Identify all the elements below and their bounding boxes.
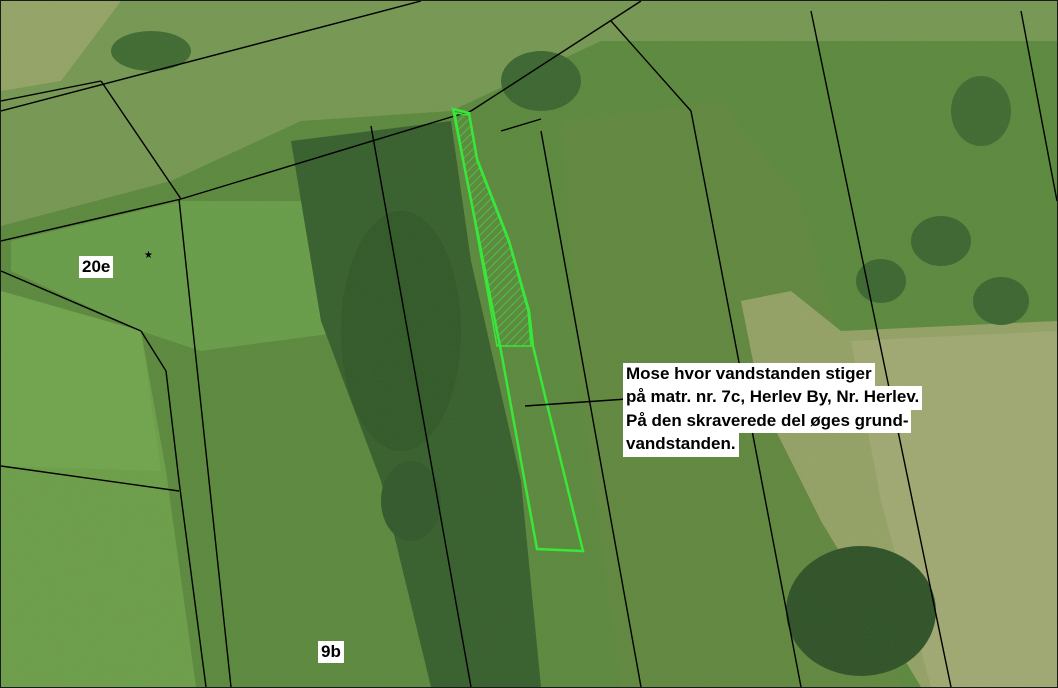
wetland-annotation: Mose hvor vandstanden stiger på matr. nr…	[623, 363, 923, 457]
annotation-line: Mose hvor vandstanden stiger	[623, 363, 875, 387]
annotation-leader	[524, 398, 628, 407]
star-marker-icon: ★	[144, 250, 153, 261]
parcel-label-20e: 20e	[79, 256, 114, 278]
hatched-area	[454, 112, 532, 347]
annotation-line: vandstanden.	[623, 433, 739, 457]
annotation-line: på matr. nr. 7c, Herlev By, Nr. Herlev.	[623, 386, 923, 410]
annotation-line: På den skraverede del øges grund-	[623, 409, 912, 434]
parcel-label-9b: 9b	[318, 641, 344, 663]
